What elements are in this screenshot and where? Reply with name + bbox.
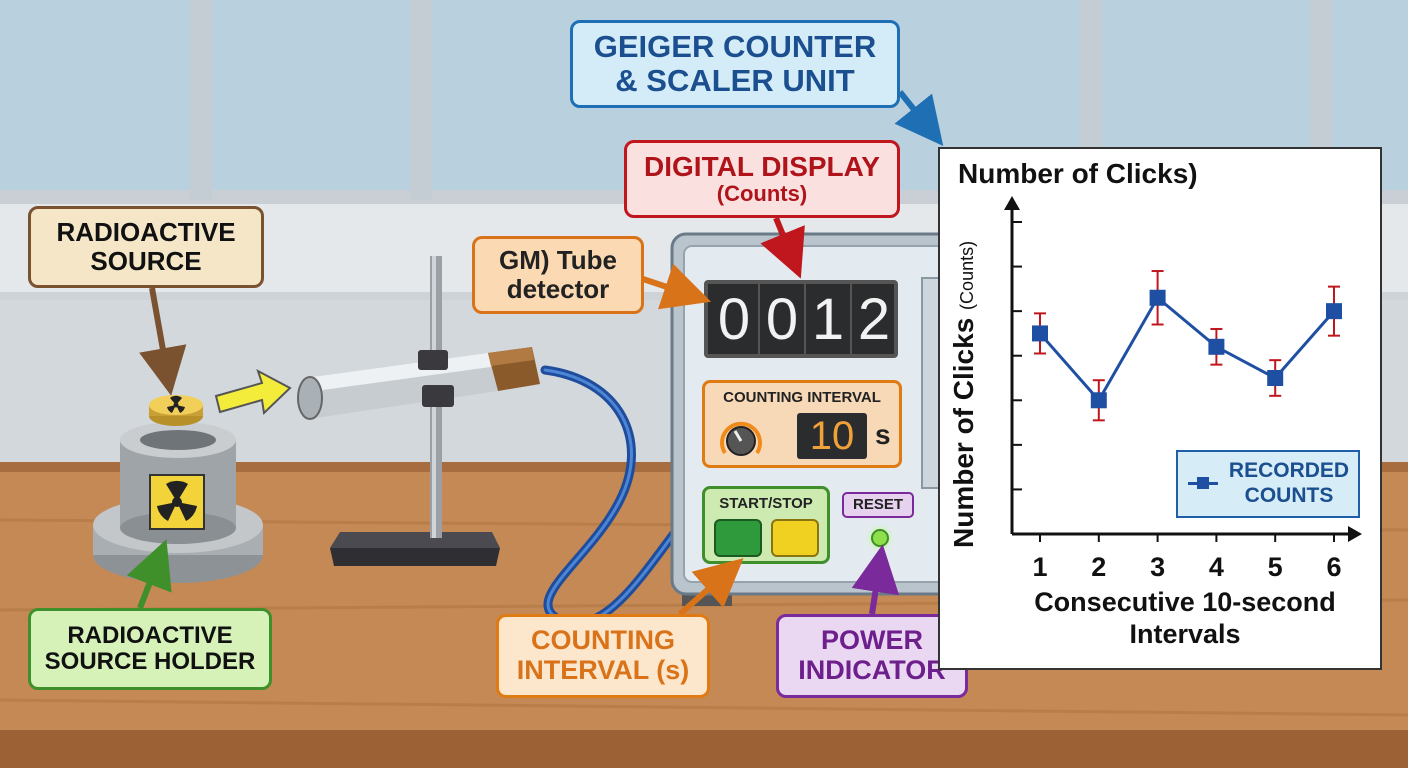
reset-label: RESET	[852, 495, 903, 513]
counting-interval-title: COUNTING INTERVAL	[723, 389, 881, 406]
display-digit: 1	[804, 284, 850, 354]
counting-interval-panel: COUNTING INTERVAL 10 s	[702, 380, 902, 468]
x-tick-label: 5	[1268, 552, 1283, 582]
start-button[interactable]	[714, 519, 762, 557]
chart-title: Number of Clicks)	[958, 158, 1198, 189]
data-point	[1090, 392, 1107, 409]
data-point	[1032, 325, 1048, 342]
stop-button[interactable]	[771, 519, 819, 557]
x-axis-arrow-icon	[1348, 526, 1362, 542]
x-tick-label: 6	[1326, 552, 1341, 582]
display-digit: 2	[850, 284, 896, 354]
data-point	[1326, 303, 1342, 320]
reset-button[interactable]: RESET	[842, 492, 914, 518]
y-axis-arrow-icon	[1004, 196, 1020, 210]
geiger-counter-label: GEIGER COUNTER& SCALER UNIT	[570, 20, 900, 108]
data-point	[1149, 289, 1166, 306]
x-tick-label: 3	[1150, 552, 1165, 582]
x-tick-label: 4	[1209, 552, 1224, 582]
display-digit: 0	[717, 286, 751, 352]
digital-display-label: DIGITAL DISPLAY(Counts)	[624, 140, 900, 218]
interval-unit: s	[875, 419, 891, 450]
display-digit: 0	[758, 284, 804, 354]
interval-knob-icon[interactable]	[719, 417, 763, 461]
digital-display: 0 0 1 2	[704, 280, 898, 358]
legend-marker-icon	[1197, 477, 1209, 489]
start-stop-panel: START/STOP	[702, 486, 830, 564]
interval-value: 10	[797, 413, 867, 459]
data-point	[1267, 370, 1284, 386]
x-tick-label: 2	[1091, 552, 1106, 582]
series-line	[1038, 295, 1336, 403]
data-point	[1208, 338, 1225, 355]
start-stop-label: START/STOP	[719, 495, 813, 512]
x-tick-label: 1	[1032, 552, 1047, 582]
